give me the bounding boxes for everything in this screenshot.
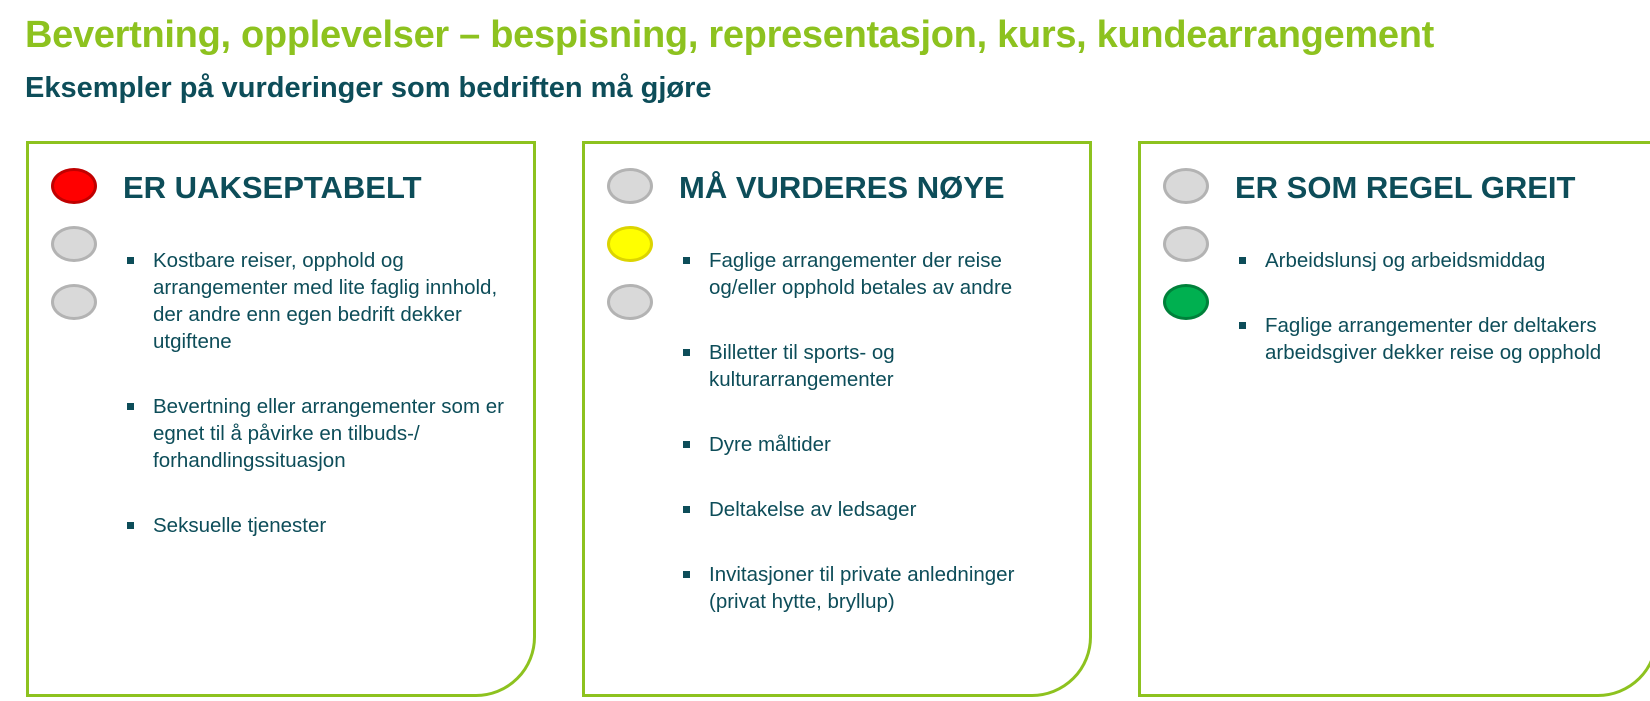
square-bullet-icon bbox=[683, 257, 690, 264]
square-bullet-icon bbox=[1239, 257, 1246, 264]
square-bullet-icon bbox=[1239, 322, 1246, 329]
list-item-text: Seksuelle tjenester bbox=[153, 514, 327, 537]
list-item: Dyre måltider bbox=[679, 431, 1073, 458]
page-title: Bevertning, opplevelser – bespisning, re… bbox=[25, 14, 1434, 56]
list-item: Invitasjoner til private anledninger (pr… bbox=[679, 561, 1073, 615]
card-assess-carefully: MÅ VURDERES NØYE Faglige arrangementer d… bbox=[582, 141, 1092, 697]
card-heading: MÅ VURDERES NØYE bbox=[679, 170, 1005, 205]
square-bullet-icon bbox=[127, 403, 134, 410]
traffic-light-off-icon bbox=[51, 284, 97, 320]
list-item: Seksuelle tjenester bbox=[123, 512, 517, 539]
card-heading: ER UAKSEPTABELT bbox=[123, 170, 422, 205]
list-item-text: Faglige arrangementer der deltakers arbe… bbox=[1265, 314, 1602, 364]
square-bullet-icon bbox=[127, 522, 134, 529]
traffic-light-off-icon bbox=[1163, 226, 1209, 262]
list-item: Kostbare reiser, opphold og arrangemente… bbox=[123, 247, 517, 355]
square-bullet-icon bbox=[683, 571, 690, 578]
list-item: Billetter til sports- og kulturarrangeme… bbox=[679, 339, 1073, 393]
card-unacceptable: ER UAKSEPTABELT Kostbare reiser, opphold… bbox=[26, 141, 536, 697]
list-item: Bevertning eller arrangementer som er eg… bbox=[123, 393, 517, 474]
list-item-text: Kostbare reiser, opphold og arrangemente… bbox=[153, 249, 498, 353]
list-item: Deltakelse av ledsager bbox=[679, 496, 1073, 523]
traffic-light-off-icon bbox=[607, 168, 653, 204]
square-bullet-icon bbox=[683, 349, 690, 356]
traffic-light-off-icon bbox=[607, 284, 653, 320]
traffic-light-green-icon bbox=[1163, 284, 1209, 320]
list-item: Faglige arrangementer der deltakers arbe… bbox=[1235, 312, 1639, 366]
list-item-text: Billetter til sports- og kulturarrangeme… bbox=[709, 341, 895, 391]
traffic-light-red-icon bbox=[51, 168, 97, 204]
square-bullet-icon bbox=[683, 441, 690, 448]
traffic-light-off-icon bbox=[51, 226, 97, 262]
list-item: Arbeidslunsj og arbeidsmiddag bbox=[1235, 247, 1639, 274]
bullet-list: Arbeidslunsj og arbeidsmiddag Faglige ar… bbox=[1235, 247, 1639, 404]
square-bullet-icon bbox=[127, 257, 134, 264]
list-item-text: Deltakelse av ledsager bbox=[709, 498, 917, 521]
traffic-light-yellow-icon bbox=[607, 226, 653, 262]
traffic-light-off-icon bbox=[1163, 168, 1209, 204]
list-item-text: Arbeidslunsj og arbeidsmiddag bbox=[1265, 249, 1546, 272]
bullet-list: Kostbare reiser, opphold og arrangemente… bbox=[123, 247, 517, 577]
square-bullet-icon bbox=[683, 506, 690, 513]
card-heading: ER SOM REGEL GREIT bbox=[1235, 170, 1576, 205]
list-item-text: Faglige arrangementer der reise og/eller… bbox=[709, 249, 1013, 299]
page-subtitle: Eksempler på vurderinger som bedriften m… bbox=[25, 72, 712, 104]
list-item-text: Invitasjoner til private anledninger (pr… bbox=[709, 563, 1015, 613]
bullet-list: Faglige arrangementer der reise og/eller… bbox=[679, 247, 1073, 653]
list-item-text: Dyre måltider bbox=[709, 433, 831, 456]
list-item-text: Bevertning eller arrangementer som er eg… bbox=[153, 395, 504, 472]
list-item: Faglige arrangementer der reise og/eller… bbox=[679, 247, 1073, 301]
card-generally-ok: ER SOM REGEL GREIT Arbeidslunsj og arbei… bbox=[1138, 141, 1650, 697]
